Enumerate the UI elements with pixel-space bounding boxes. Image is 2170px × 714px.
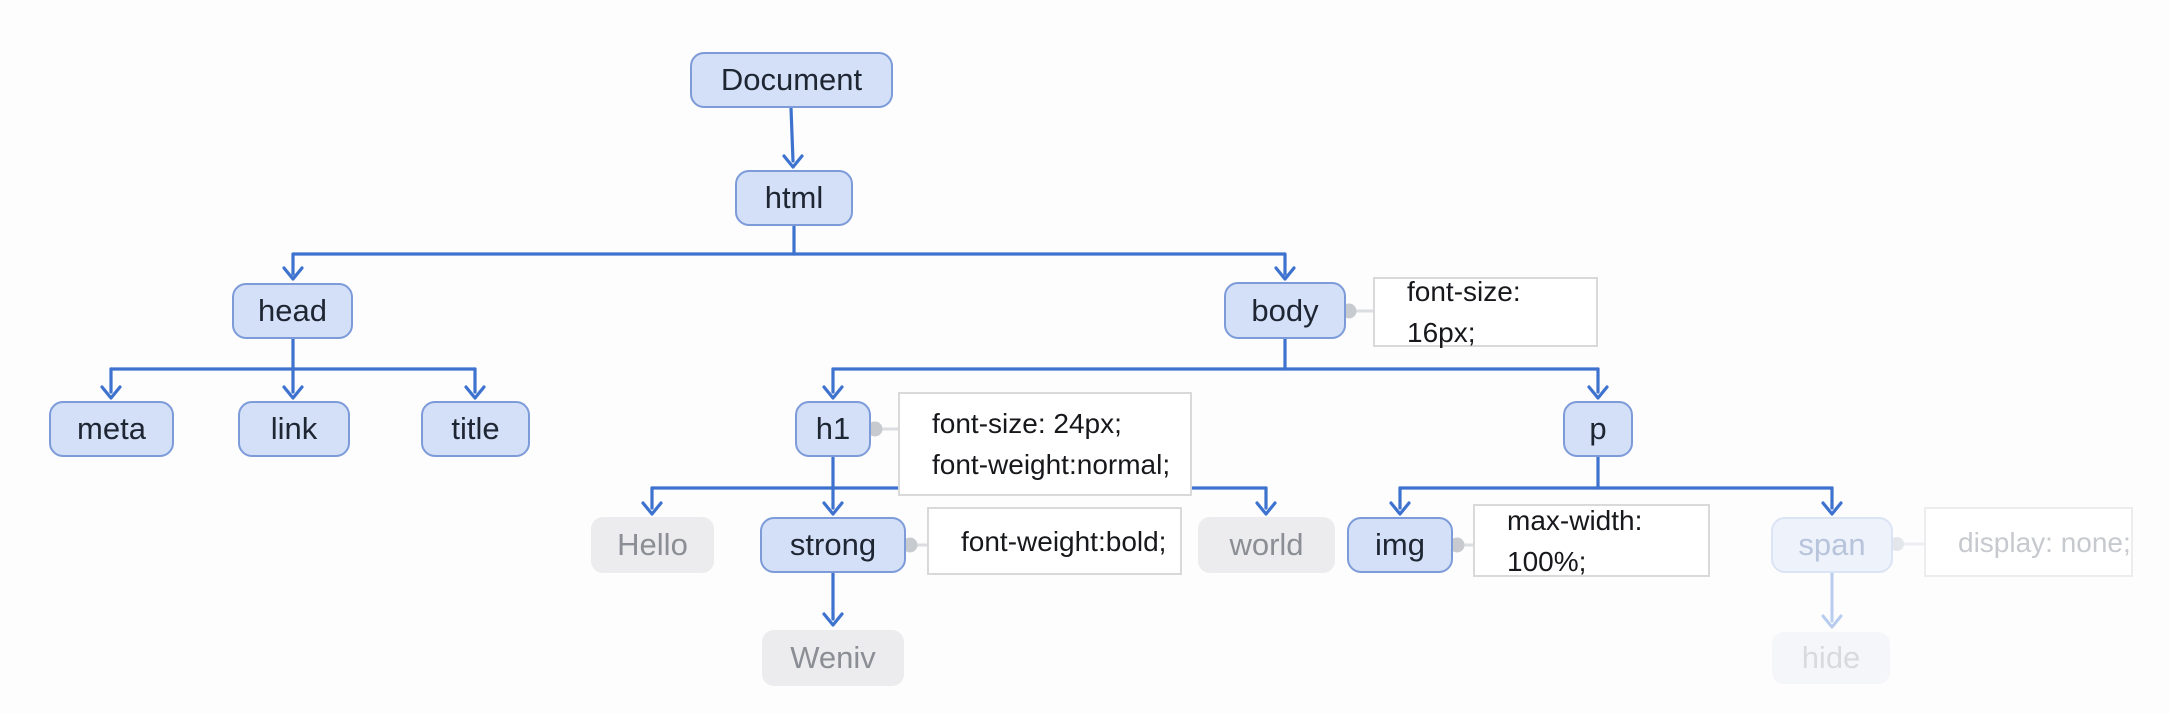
node-meta: meta	[49, 401, 174, 457]
annotation-line: font-weight:bold;	[961, 525, 1167, 557]
node-label: html	[764, 180, 824, 215]
annotation-line: display: none;	[1958, 526, 2131, 558]
node-head: head	[232, 283, 353, 339]
connector-html-children	[282, 224, 1296, 281]
node-label: body	[1251, 292, 1319, 328]
annotation-span-css: display: none;	[1924, 507, 2133, 577]
annotation-body-css: font-size: 16px;	[1373, 276, 1598, 348]
annotation-strong-css: font-weight:bold;	[927, 507, 1182, 575]
connector-head-children	[100, 337, 486, 400]
node-text-hello: Hello	[591, 517, 714, 573]
node-p: p	[1563, 401, 1633, 457]
node-document: Document	[690, 52, 893, 108]
node-html: html	[735, 170, 853, 226]
node-link: link	[238, 401, 350, 457]
node-label: meta	[77, 411, 146, 446]
annotation-line: font-size: 24px;	[932, 408, 1122, 439]
annotation-line: font-size: 16px;	[1407, 276, 1521, 348]
node-label: span	[1798, 527, 1866, 562]
node-label: Weniv	[790, 640, 876, 675]
node-strong: strong	[760, 517, 906, 573]
node-title: title	[421, 401, 530, 457]
annotation-line: max-width: 100%;	[1507, 504, 1643, 577]
node-text-weniv: Weniv	[762, 630, 904, 686]
annotation-connectors	[867, 303, 1927, 553]
node-label: Hello	[617, 527, 688, 562]
annotation-h1-css: font-size: 24px; font-weight:normal;	[898, 392, 1192, 496]
annotation-line: font-weight:normal;	[932, 449, 1171, 480]
node-body: body	[1224, 282, 1346, 339]
annotation-img-css: max-width: 100%;	[1473, 504, 1710, 577]
node-text-hide: hide	[1772, 632, 1890, 684]
node-label: title	[451, 411, 500, 446]
node-label: h1	[815, 411, 851, 446]
connector-span-hide	[1821, 571, 1843, 629]
connector-document-html	[782, 106, 804, 169]
node-span: span	[1771, 517, 1893, 573]
connector-body-children	[822, 337, 1609, 400]
connector-p-children	[1389, 455, 1843, 516]
node-label: world	[1229, 527, 1304, 562]
node-h1: h1	[795, 401, 871, 457]
node-label: strong	[789, 527, 877, 562]
node-label: link	[270, 411, 318, 446]
connector-strong-weniv	[822, 571, 844, 627]
node-label: p	[1589, 411, 1607, 446]
node-label: img	[1375, 527, 1425, 562]
node-img: img	[1347, 517, 1453, 573]
node-text-world: world	[1198, 517, 1335, 573]
node-label: hide	[1801, 640, 1861, 675]
node-label: Document	[720, 62, 863, 97]
node-label: head	[258, 293, 327, 328]
